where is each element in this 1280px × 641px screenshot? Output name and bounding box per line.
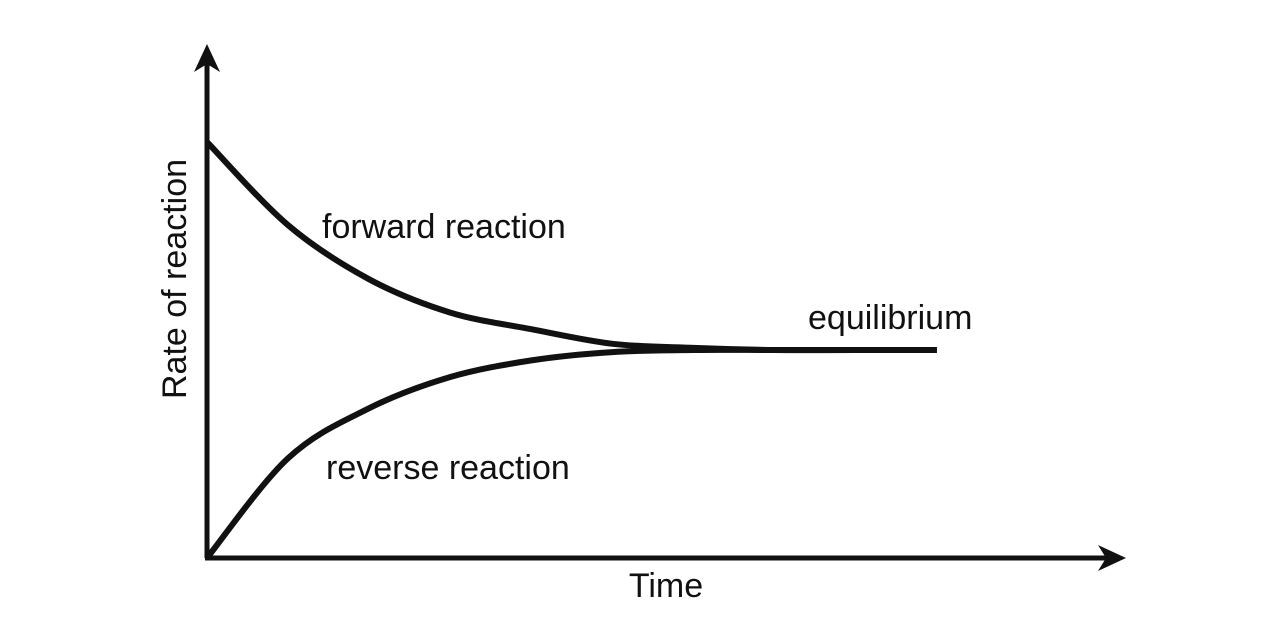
series-layer: [204, 139, 937, 560]
x-axis-arrow-icon: [1098, 545, 1126, 571]
axes: [194, 44, 1126, 571]
y-axis-label: Rate of reaction: [156, 159, 194, 399]
reverse-reaction-annotation: reverse reaction: [326, 449, 570, 487]
forward-reaction-annotation: forward reaction: [322, 208, 566, 246]
equilibrium-annotation: equilibrium: [808, 299, 972, 337]
y-axis-arrow-icon: [194, 44, 220, 72]
reverse-reaction-curve: [204, 346, 937, 560]
x-axis-label: Time: [629, 567, 703, 605]
